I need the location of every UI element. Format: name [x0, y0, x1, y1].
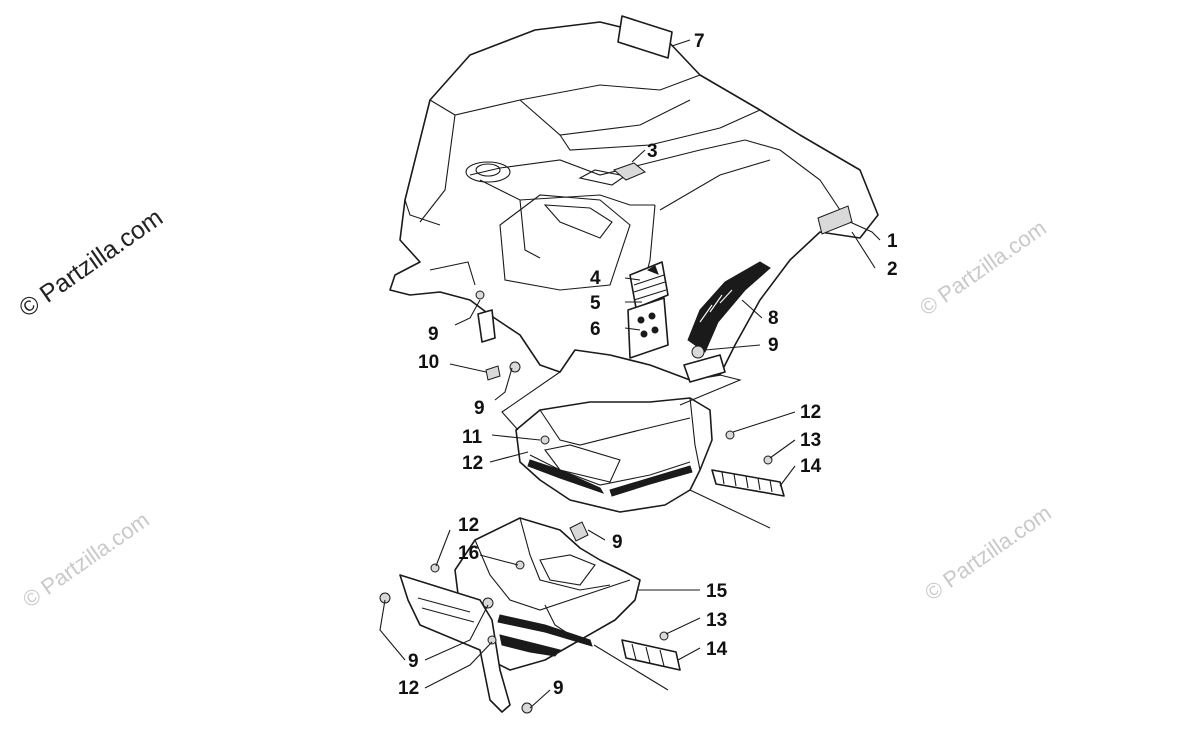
part-7-deflector — [617, 15, 673, 59]
callout-12-mid-right: 12 — [800, 402, 821, 423]
fender-bracket-right — [683, 354, 726, 383]
parts-4-5-6-labels — [627, 261, 669, 359]
callout-9-lower-bottom: 9 — [553, 678, 564, 699]
bolt-12-lower-bottom — [487, 635, 497, 645]
callout-3: 3 — [647, 141, 658, 162]
washer-10 — [485, 365, 501, 381]
callout-12-lower-bottom: 12 — [398, 678, 419, 699]
callout-9-mid-left: 9 — [474, 398, 485, 419]
fender-bracket-left — [477, 309, 496, 343]
callout-9-lower-left: 9 — [408, 651, 419, 672]
callout-7: 7 — [694, 31, 705, 52]
callout-12-mid-left: 12 — [462, 453, 483, 474]
bolt-9-upper-left — [475, 290, 485, 300]
part-8-side-decal — [687, 261, 771, 353]
callout-15: 15 — [706, 581, 728, 602]
callout-8: 8 — [768, 308, 779, 329]
callout-12-lower-top: 12 — [458, 515, 479, 536]
bolt-12-left — [540, 435, 550, 445]
callout-14-upper: 14 — [800, 456, 822, 477]
bolt-9-right — [691, 345, 705, 359]
part-14-footpeg-lower — [621, 639, 681, 671]
callout-9-right: 9 — [768, 335, 779, 356]
callout-13-upper: 13 — [800, 430, 821, 451]
nut-9-lower-bottom — [521, 702, 533, 714]
clip-9-lower-right — [569, 521, 589, 542]
callout-6: 6 — [590, 319, 601, 340]
callout-14-lower: 14 — [706, 639, 728, 660]
callout-9-lower-right: 9 — [612, 532, 623, 553]
part-3-decal — [613, 162, 646, 181]
part-2-reflector — [817, 205, 853, 235]
callout-4: 4 — [590, 268, 601, 289]
bolt-12-lower-top — [430, 563, 440, 573]
nut-9-lower-mid — [482, 597, 494, 609]
callout-9-upper-left: 9 — [428, 324, 439, 345]
callout-16: 16 — [458, 543, 479, 564]
callout-13-lower: 13 — [706, 610, 727, 631]
bolt-12-right — [725, 430, 735, 440]
callout-10: 10 — [418, 352, 439, 373]
callout-1: 1 — [887, 231, 898, 252]
part-14-footpeg-upper — [711, 469, 785, 497]
rear-footwell — [515, 397, 713, 513]
callout-2: 2 — [887, 259, 898, 280]
callout-5: 5 — [590, 293, 601, 314]
front-footwell — [454, 517, 641, 671]
callout-11: 11 — [462, 427, 483, 448]
nut-9-mid-left — [509, 361, 521, 373]
